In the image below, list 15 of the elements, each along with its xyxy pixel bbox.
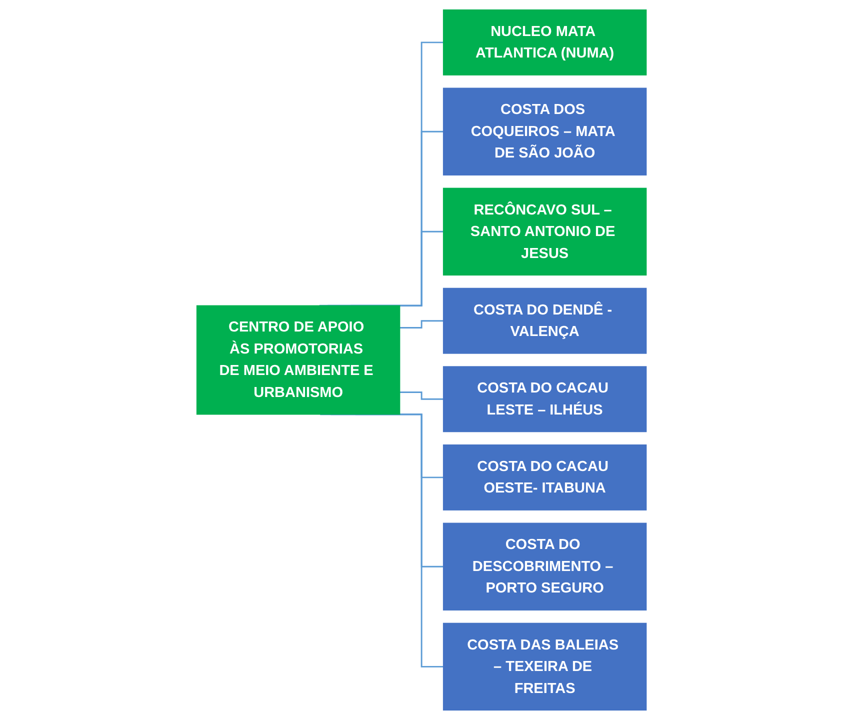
connector bbox=[328, 130, 444, 306]
connector bbox=[350, 230, 444, 306]
node-box: COSTA DO CACAU OESTE- ITABUNA bbox=[442, 444, 647, 510]
connector bbox=[400, 392, 444, 400]
node-box: COSTA DO DESCOBRIMENTO – PORTO SEGURO bbox=[442, 522, 647, 610]
node-box: RECÔNCAVO SUL – SANTO ANTONIO DE JESUS bbox=[442, 188, 647, 276]
node-box: NUCLEO MATA ATLANTICA (NUMA) bbox=[442, 9, 647, 76]
connector bbox=[400, 320, 444, 328]
node-box: COSTA DAS BALEIAS – TEXEIRA DE FREITAS bbox=[442, 622, 647, 711]
node-box: COSTA DO CACAU LESTE – ILHÉUS bbox=[442, 366, 647, 432]
node-box: COSTA DO DENDÊ - VALENÇA bbox=[442, 288, 647, 354]
connector bbox=[319, 42, 444, 306]
connector bbox=[320, 414, 444, 668]
node-box: COSTA DOS COQUEIROS – MATA DE SÃO JOÃO bbox=[442, 88, 647, 176]
node-box: CENTRO DE APOIO ÀS PROMOTORIAS DE MEIO AMBIENTE E URBANISMO bbox=[196, 305, 400, 415]
